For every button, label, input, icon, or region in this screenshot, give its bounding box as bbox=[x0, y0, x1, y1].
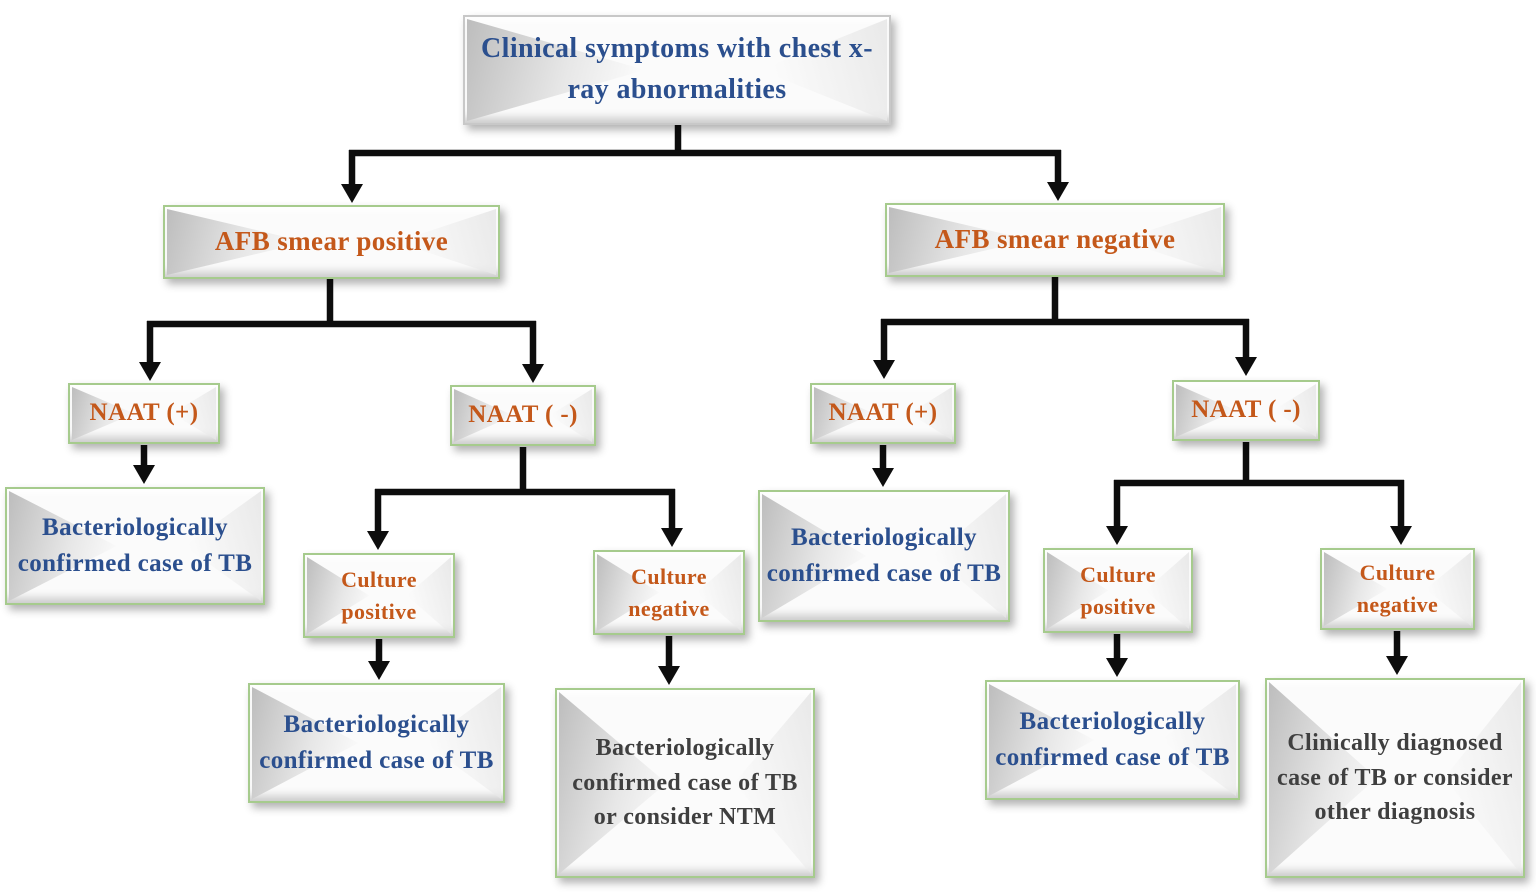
node-label: AFB smear negative bbox=[934, 224, 1176, 255]
node-label: Bacteriologically confirmed case of TB bbox=[259, 710, 494, 774]
node-label: Bacteriologically confirmed case of TB o… bbox=[572, 734, 798, 831]
node-clinical-symptoms: Clinical symptoms with chest x-ray abnor… bbox=[463, 15, 891, 125]
node-naat-negative-left: NAAT ( -) bbox=[450, 385, 596, 446]
node-label: NAAT ( -) bbox=[468, 401, 578, 429]
node-label: Culture positive bbox=[341, 566, 417, 624]
node-naat-negative-right: NAAT ( -) bbox=[1172, 380, 1320, 441]
node-culture-positive-left: Culture positive bbox=[303, 553, 455, 638]
node-label: Clinical symptoms with chest x-ray abnor… bbox=[481, 33, 873, 105]
node-naat-positive-left: NAAT (+) bbox=[68, 383, 220, 444]
node-label: NAAT (+) bbox=[828, 399, 938, 427]
edge-segments bbox=[140, 123, 1405, 671]
node-label: NAAT (+) bbox=[89, 399, 199, 427]
node-label: Bacteriologically confirmed case of TB bbox=[17, 513, 253, 577]
node-label: AFB smear positive bbox=[214, 226, 449, 257]
node-label: Bacteriologically confirmed case of TB bbox=[766, 523, 1002, 587]
node-label: Culture positive bbox=[1080, 561, 1156, 619]
node-culture-negative-left: Culture negative bbox=[593, 550, 745, 635]
node-bacteriologically-confirmed-1: Bacteriologically confirmed case of TB bbox=[5, 487, 265, 605]
node-label: Culture negative bbox=[1356, 560, 1439, 617]
node-bacteriologically-confirmed-2: Bacteriologically confirmed case of TB bbox=[758, 490, 1010, 622]
node-bacteriologically-confirmed-3: Bacteriologically confirmed case of TB bbox=[248, 683, 505, 803]
node-afb-smear-negative: AFB smear negative bbox=[885, 203, 1225, 277]
node-clinically-diagnosed: Clinically diagnosed case of TB or consi… bbox=[1265, 678, 1525, 878]
node-bacteriologically-confirmed-4: Bacteriologically confirmed case of TB bbox=[985, 680, 1240, 800]
node-afb-smear-positive: AFB smear positive bbox=[163, 205, 500, 279]
node-culture-positive-right: Culture positive bbox=[1043, 548, 1193, 633]
node-culture-negative-right: Culture negative bbox=[1320, 548, 1475, 630]
node-label: NAAT ( -) bbox=[1191, 396, 1301, 424]
node-label: Bacteriologically confirmed case of TB bbox=[995, 707, 1230, 771]
node-label: Culture negative bbox=[628, 563, 710, 621]
arrowheads bbox=[133, 182, 1412, 685]
node-label: Clinically diagnosed case of TB or consi… bbox=[1277, 729, 1513, 826]
node-naat-positive-right: NAAT (+) bbox=[810, 383, 956, 444]
node-bact-confirmed-or-ntm: Bacteriologically confirmed case of TB o… bbox=[555, 688, 815, 878]
